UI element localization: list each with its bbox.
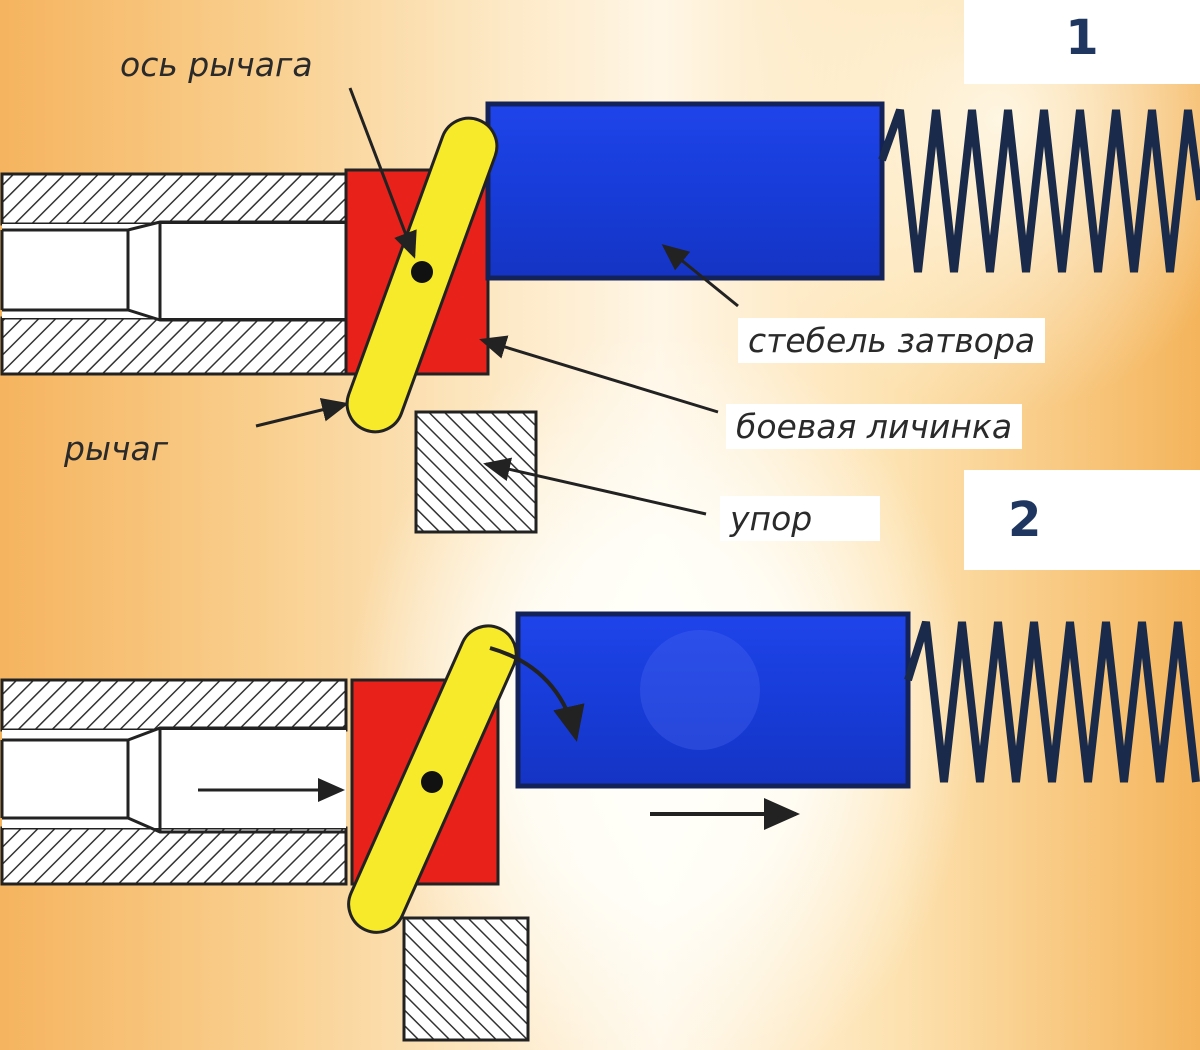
label-lever: рычаг [64, 429, 169, 468]
pointer-bolt-stem [661, 244, 739, 308]
rotation-arrow [489, 646, 585, 742]
bolt-stem-2 [515, 611, 911, 789]
pointer-lever [255, 398, 349, 428]
label-bolt-stem: стебель затвора [738, 318, 1046, 363]
panel-number-2: 2 [964, 470, 1200, 570]
bolt-stem-1 [485, 101, 885, 281]
lever-axis-dot-2 [421, 771, 443, 793]
label-stop: упор [720, 496, 880, 541]
panel-2 [0, 611, 1200, 1042]
label-combat-larva: боевая личинка [726, 404, 1023, 449]
panel-number-1: 1 [964, 0, 1200, 84]
spring-1 [878, 108, 1200, 273]
lever-axis-dot-1 [411, 261, 433, 283]
pointer-combat-larva [479, 335, 719, 414]
glare-spot [640, 630, 760, 750]
barrel-2 [0, 678, 348, 886]
label-lever-axis: ось рычага [120, 45, 313, 84]
lever-2 [347, 624, 518, 934]
stop-block-2 [402, 916, 530, 1042]
barrel-1 [0, 172, 348, 376]
lever-1 [345, 116, 499, 434]
spring-2 [904, 620, 1200, 783]
pointer-stop [483, 457, 707, 516]
panel-1 [0, 87, 1200, 534]
pointer-lever-axis [348, 87, 417, 259]
